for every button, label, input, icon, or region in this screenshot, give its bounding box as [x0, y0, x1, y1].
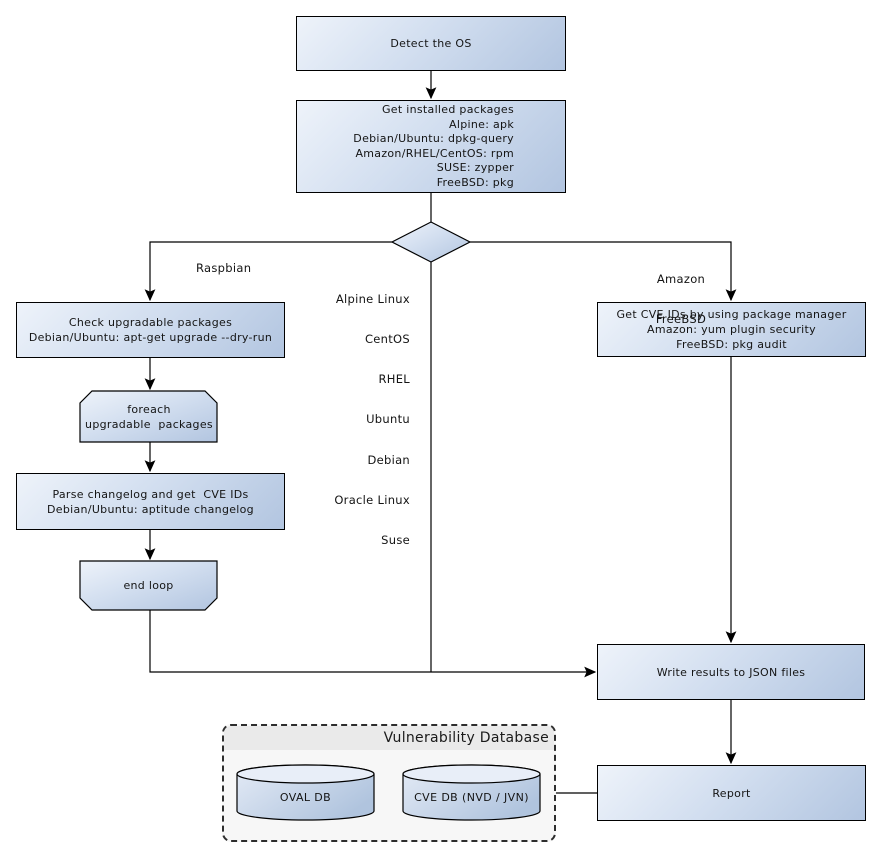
group-vulnerability-database: Vulnerability Database	[222, 724, 556, 842]
node-line: Get CVE IDs by using package manager	[616, 308, 847, 321]
node-label: Detect the OS	[390, 37, 472, 50]
edge-label-amazon-freebsd: Amazon FreeBSD	[652, 246, 710, 353]
node-get-cve-ids-package-manager: Get CVE IDs by using package manager Ama…	[597, 302, 866, 357]
node-line: Alpine: apk	[449, 117, 514, 131]
edge-label-line: CentOS	[364, 332, 410, 347]
edge-label-line: RHEL	[378, 372, 410, 387]
node-end-loop: end loop	[80, 561, 217, 610]
decision-diamond	[390, 221, 472, 263]
node-write-results-json: Write results to JSON files	[597, 644, 865, 700]
foreach-loop-shape	[79, 390, 218, 443]
node-line: Debian/Ubuntu: aptitude changelog	[47, 502, 254, 516]
node-get-installed-packages: Get installed packages Alpine: apk Debia…	[296, 100, 566, 193]
edge-label-line: Debian	[367, 452, 410, 467]
node-label: Write results to JSON files	[656, 665, 806, 679]
node-line: Debian/Ubuntu: apt-get upgrade --dry-run	[28, 331, 273, 344]
edge-label-raspbian: Raspbian	[196, 261, 252, 275]
edge-label-line: Oracle Linux	[334, 492, 410, 507]
edge-label-line: FreeBSD	[655, 312, 707, 327]
node-label: end loop	[123, 579, 174, 592]
cve-db-label: CVE DB (NVD / JVN)	[414, 791, 529, 804]
edge-label-line: Amazon	[656, 271, 706, 286]
node-report: Report	[597, 765, 866, 821]
node-line: FreeBSD: pkg audit	[676, 338, 787, 351]
node-line: Check upgradable packages	[68, 316, 233, 329]
end-loop-shape	[79, 560, 218, 611]
node-line: FreeBSD: pkg	[436, 175, 514, 189]
node-line: upgradable packages	[85, 417, 213, 431]
node-parse-changelog: Parse changelog and get CVE IDs Debian/U…	[16, 473, 285, 530]
edge-label-line: Alpine Linux	[335, 291, 410, 306]
edge-label-line: Suse	[381, 533, 410, 548]
node-check-upgradable-packages: Check upgradable packages Debian/Ubuntu:…	[16, 302, 285, 358]
node-line: Amazon: yum plugin security	[647, 323, 816, 336]
vulnerability-database-title: Vulnerability Database	[224, 726, 554, 750]
connector-endloop-to-write-results	[149, 610, 597, 678]
node-line: Get installed packages	[381, 103, 514, 116]
node-detect-os: Detect the OS	[296, 16, 566, 71]
edge-label-os-list: Alpine Linux CentOS RHEL Ubuntu Debian O…	[280, 266, 410, 574]
node-line: foreach	[127, 402, 171, 416]
node-line: Debian/Ubuntu: dpkg-query	[353, 132, 514, 145]
node-line: Amazon/RHEL/CentOS: rpm	[355, 146, 514, 160]
edge-label-line: Ubuntu	[366, 412, 410, 427]
oval-db-label: OVAL DB	[279, 791, 332, 804]
node-label: Report	[712, 786, 751, 800]
node-foreach-upgradable-packages: foreach upgradable packages	[80, 391, 218, 442]
node-line: Parse changelog and get CVE IDs	[52, 487, 249, 501]
node-line: SUSE: zypper	[436, 161, 514, 174]
